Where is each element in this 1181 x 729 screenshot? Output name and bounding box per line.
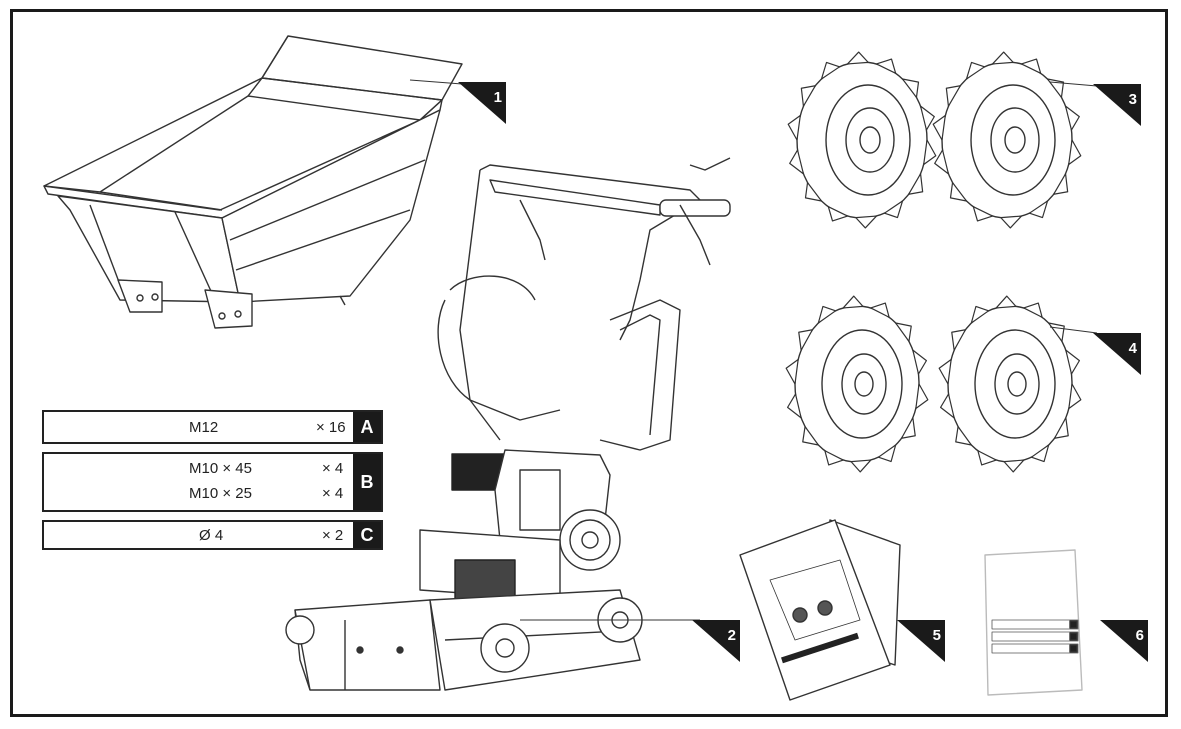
tire-lug bbox=[875, 58, 897, 74]
wheel-pair-4-illustration bbox=[794, 305, 1073, 463]
callout-6: 6 bbox=[1100, 620, 1156, 662]
hardware-row-c: Ø 4 × 2 C bbox=[42, 520, 383, 550]
tire-lug bbox=[870, 302, 890, 318]
tire-lug bbox=[798, 329, 814, 351]
tire-lug bbox=[951, 329, 967, 351]
diagram-frame bbox=[10, 9, 1168, 717]
hardware-b-letter: B bbox=[353, 454, 381, 510]
hardware-a-letter: A bbox=[353, 412, 381, 442]
tire-lug bbox=[1053, 173, 1069, 195]
tire-lug bbox=[1023, 302, 1043, 318]
callout-3: 3 bbox=[1093, 84, 1149, 126]
tire-lug bbox=[789, 149, 805, 175]
tire-lug bbox=[919, 105, 935, 131]
callout-5: 5 bbox=[897, 620, 953, 662]
tire-lug bbox=[850, 459, 872, 473]
callout-2: 2 bbox=[692, 620, 748, 662]
tire-lug bbox=[817, 305, 837, 324]
chassis-illustration bbox=[285, 157, 731, 691]
tire-lug bbox=[855, 215, 878, 229]
tire-lug bbox=[786, 393, 802, 419]
tire-lug bbox=[877, 444, 897, 463]
tire-lug bbox=[912, 349, 928, 375]
tire-lug bbox=[1030, 444, 1050, 463]
tire-lug bbox=[934, 149, 950, 175]
tire-lug bbox=[1053, 417, 1069, 439]
hardware-c-qty: × 2 bbox=[322, 527, 344, 544]
tire-lug bbox=[965, 61, 986, 80]
tire-lug bbox=[1065, 349, 1081, 375]
tire-lug bbox=[970, 305, 990, 324]
tire-lug bbox=[1068, 383, 1082, 410]
tire-lug bbox=[802, 425, 819, 446]
hardware-b-qty-1: × 4 bbox=[322, 460, 344, 477]
hardware-a-size: M12 bbox=[189, 419, 219, 436]
hardware-row-a: M12 × 16 A bbox=[42, 410, 383, 444]
tire-lug bbox=[785, 358, 799, 385]
tire-lug bbox=[955, 425, 972, 446]
tire-lug bbox=[804, 181, 823, 202]
hardware-a-qty: × 16 bbox=[316, 419, 346, 436]
tire-lug bbox=[895, 322, 912, 343]
callout-1: 1 bbox=[458, 82, 514, 124]
tire-lug bbox=[1046, 78, 1065, 99]
tire-lug bbox=[915, 383, 929, 410]
tire-lug bbox=[939, 393, 955, 419]
tire-lug bbox=[991, 51, 1014, 65]
tire-lug bbox=[972, 206, 994, 222]
tire-lug bbox=[977, 450, 997, 466]
bucket-illustration bbox=[43, 35, 463, 329]
tire-lug bbox=[1020, 58, 1042, 74]
tire-lug bbox=[787, 114, 801, 141]
hardware-b-size-2: M10 × 25 bbox=[189, 485, 252, 502]
tire-lug bbox=[995, 295, 1017, 309]
tire-lug bbox=[932, 114, 946, 141]
leader-lines bbox=[409, 79, 1098, 334]
tire-lug bbox=[824, 450, 844, 466]
tire-lug bbox=[901, 78, 920, 99]
hardware-b-size-1: M10 × 45 bbox=[189, 460, 252, 477]
tire-lug bbox=[938, 358, 952, 385]
tire-lug bbox=[1003, 459, 1025, 473]
tire-lug bbox=[923, 139, 937, 166]
tire-lug bbox=[1068, 139, 1082, 166]
tire-lug bbox=[1064, 105, 1080, 131]
tire-lug bbox=[900, 417, 916, 439]
wheel-pair-3-illustration bbox=[796, 61, 1073, 219]
bag-illustration bbox=[984, 549, 1083, 696]
hardware-b-qty-2: × 4 bbox=[322, 485, 344, 502]
tire-lug bbox=[1028, 200, 1049, 219]
hardware-c-letter: C bbox=[353, 522, 381, 548]
manual-illustration bbox=[739, 519, 901, 701]
hardware-row-b: M10 × 45 × 4 M10 × 25 × 4 B bbox=[42, 452, 383, 512]
tire-lug bbox=[945, 85, 961, 107]
tire-lug bbox=[820, 61, 841, 80]
tire-lug bbox=[1000, 215, 1023, 229]
tire-lug bbox=[949, 181, 968, 202]
tire-lug bbox=[827, 206, 849, 222]
tire-lug bbox=[842, 295, 864, 309]
tire-lug bbox=[800, 85, 816, 107]
callout-4: 4 bbox=[1093, 333, 1149, 375]
tire-lug bbox=[846, 51, 869, 65]
hardware-c-size: Ø 4 bbox=[199, 527, 224, 544]
tire-lug bbox=[883, 200, 904, 219]
tire-lug bbox=[908, 173, 924, 195]
